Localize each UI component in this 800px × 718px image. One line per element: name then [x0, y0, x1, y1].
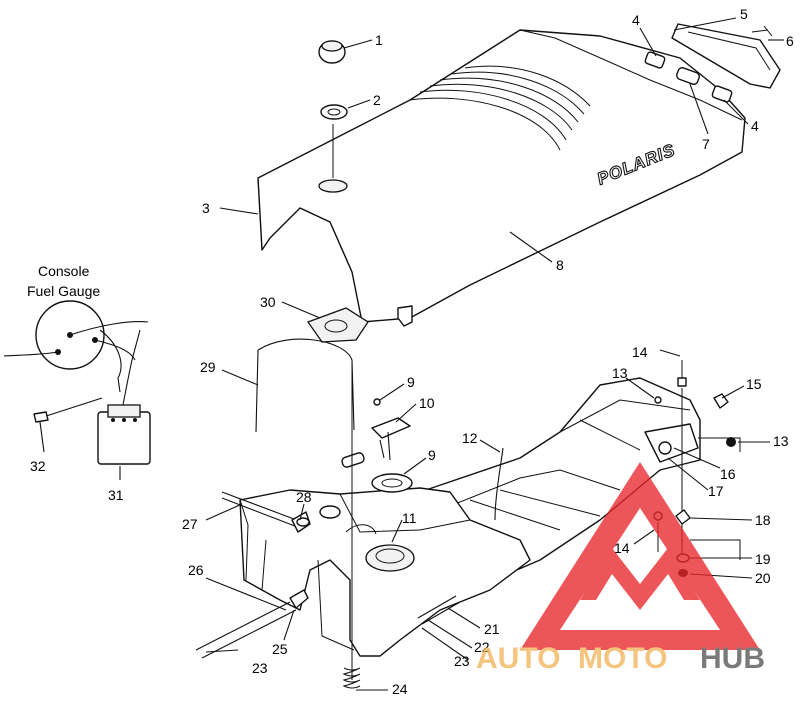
- spacer: [644, 51, 666, 69]
- callout-labels: 1 2 3 4 5 6 7 4 8 30 29 9 10 9 12 11 14 …: [30, 6, 794, 697]
- automotohub-watermark: AUTO MOTO HUB: [476, 462, 765, 675]
- console-label-line2: Fuel Gauge: [27, 283, 100, 299]
- callout-32: 32: [30, 458, 46, 474]
- tank-spring: [342, 667, 361, 689]
- callout-1: 1: [375, 32, 383, 48]
- callout-19: 19: [755, 551, 771, 567]
- callout-25: 25: [272, 641, 288, 657]
- callout-16: 16: [720, 466, 736, 482]
- filler-gasket: [306, 307, 369, 343]
- callout-8: 8: [556, 257, 564, 273]
- sender-plate: [371, 417, 411, 439]
- callout-5: 5: [740, 6, 748, 22]
- screw: [373, 398, 381, 406]
- callout-20: 20: [755, 570, 771, 586]
- sender-opening: [365, 544, 415, 572]
- watermark-triangle: [520, 462, 760, 650]
- console-fuel-gauge: Console Fuel Gauge: [3, 263, 151, 465]
- sender-group: [341, 398, 504, 521]
- callout-22: 22: [474, 639, 490, 655]
- callout-2: 2: [373, 92, 381, 108]
- callout-7: 7: [702, 136, 710, 152]
- callout-10: 10: [419, 395, 435, 411]
- callout-14-bottom: 14: [614, 540, 630, 556]
- callout-26: 26: [188, 562, 204, 578]
- callout-6: 6: [786, 33, 794, 49]
- callout-21: 21: [484, 621, 500, 637]
- callout-24: 24: [392, 681, 408, 697]
- callout-23-left: 23: [252, 660, 268, 676]
- filler-neck: [319, 505, 341, 519]
- vent-hose: [255, 338, 355, 433]
- callout-13-right: 13: [773, 433, 789, 449]
- fuel-line: [195, 491, 461, 659]
- callout-30: 30: [260, 294, 276, 310]
- watermark-moto: MOTO: [578, 642, 667, 675]
- console-label-line1: Console: [38, 263, 90, 279]
- callout-leaders: [39, 17, 784, 691]
- callout-28: 28: [296, 489, 312, 505]
- callout-3: 3: [202, 200, 210, 216]
- rear-bracket: [671, 23, 781, 89]
- seat-assembly: POLARIS: [257, 29, 746, 327]
- callout-12: 12: [462, 430, 478, 446]
- callout-15: 15: [746, 376, 762, 392]
- seat-bracket: [397, 305, 413, 327]
- callout-29: 29: [200, 359, 216, 375]
- callout-31: 31: [108, 487, 124, 503]
- rear-bracket-group: [644, 23, 781, 103]
- callout-9-bottom: 9: [428, 447, 436, 463]
- watermark-m-mark: [580, 548, 700, 610]
- callout-4-bottom: 4: [751, 118, 759, 134]
- callout-13-left: 13: [612, 365, 628, 381]
- callout-11: 11: [402, 510, 417, 526]
- tank-front-body: [239, 487, 531, 657]
- callout-23-right: 23: [454, 653, 470, 669]
- cable-tie: [33, 411, 49, 423]
- bushing: [676, 67, 700, 85]
- callout-18: 18: [755, 512, 771, 528]
- callout-27: 27: [182, 516, 198, 532]
- callout-17: 17: [708, 483, 724, 499]
- fuel-cap-group: [318, 40, 348, 178]
- callout-9-top: 9: [407, 374, 415, 390]
- float: [341, 452, 365, 468]
- filler-opening: [318, 179, 348, 193]
- callout-4-top: 4: [632, 12, 640, 28]
- fuel-tank: [239, 377, 701, 657]
- callout-14-top: 14: [632, 344, 648, 360]
- sender-gasket: [371, 473, 413, 493]
- watermark-hub: HUB: [700, 642, 765, 675]
- cap-gasket: [320, 104, 348, 120]
- spacer-lower: [711, 85, 733, 103]
- watermark-auto: AUTO: [476, 642, 560, 675]
